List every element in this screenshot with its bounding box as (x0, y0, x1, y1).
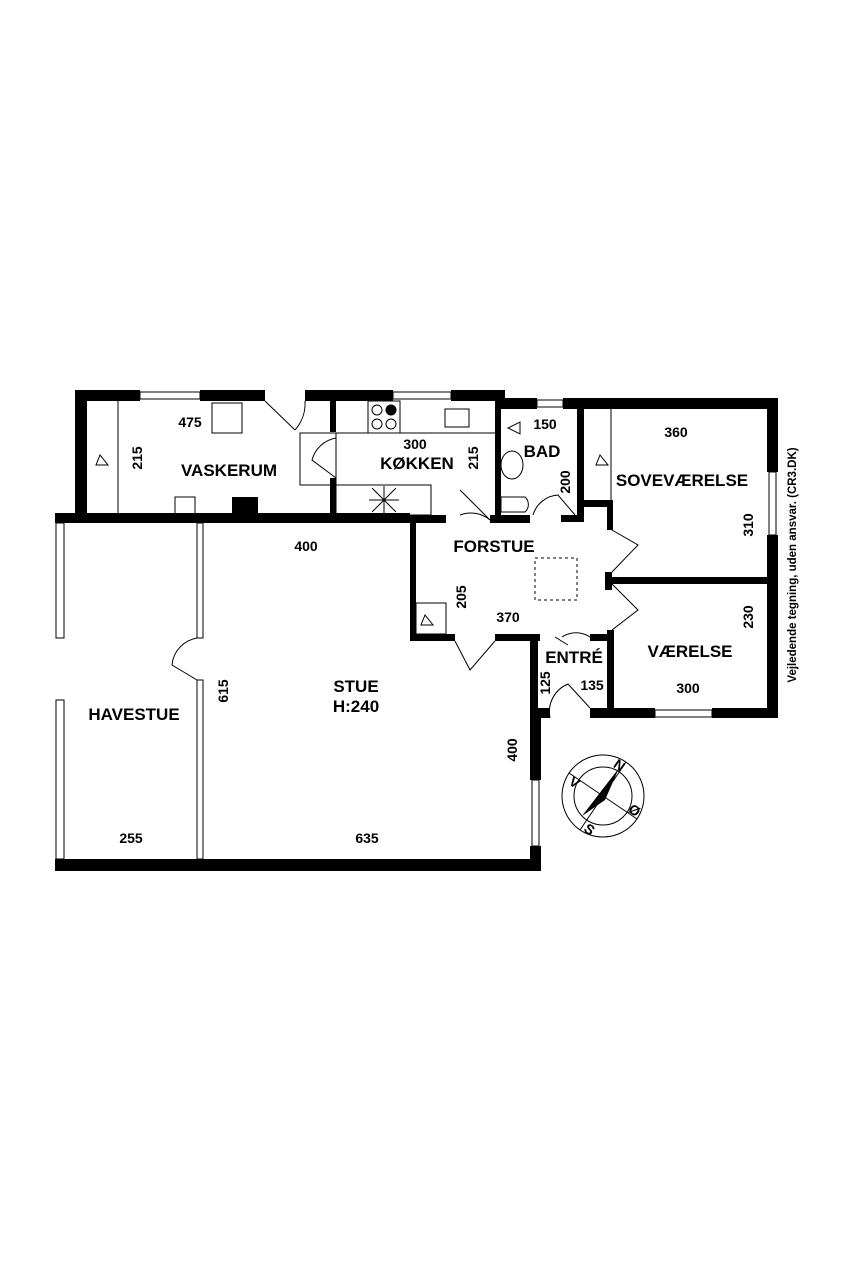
dimension-labels: 475 215 300 215 150 200 360 310 400 370 … (119, 414, 756, 846)
compass-s: S (581, 820, 598, 838)
dim: 400 (504, 738, 520, 762)
room-stue: STUE (333, 677, 378, 696)
dim: 255 (119, 830, 143, 846)
dim: 475 (178, 414, 202, 430)
room-stue-height: H:240 (333, 697, 379, 716)
fixtures (95, 400, 639, 719)
dim: 360 (664, 424, 688, 440)
room-bad: BAD (524, 442, 561, 461)
window (531, 779, 540, 847)
stove-icon (367, 400, 401, 434)
walls (55, 390, 778, 871)
window (139, 391, 201, 400)
sink-icon (444, 408, 470, 428)
dim: 200 (557, 470, 573, 494)
dim: 125 (537, 671, 553, 695)
washing-machine-icon (211, 402, 243, 434)
disclaimer: Vejledende tegning, uden ansvar. (CR3.DK… (787, 447, 799, 682)
room-forstue: FORSTUE (453, 537, 534, 556)
dim: 215 (129, 446, 145, 470)
compass-v: V (566, 773, 583, 792)
room-entre: ENTRÉ (545, 648, 603, 667)
dim: 615 (215, 679, 231, 703)
window (392, 391, 452, 400)
room-sovevaerelse: SOVEVÆRELSE (616, 471, 748, 490)
dim: 300 (403, 436, 427, 452)
dim: 150 (533, 416, 557, 432)
dim: 300 (676, 680, 700, 696)
compass-n: N (611, 756, 628, 775)
room-havestue: HAVESTUE (88, 705, 179, 724)
window (55, 699, 65, 860)
dim: 400 (294, 538, 318, 554)
compass-icon: N S V Ø (561, 754, 645, 838)
window (654, 709, 713, 718)
room-labels: VASKERUM KØKKEN BAD SOVEVÆRELSE FORSTUE … (88, 442, 748, 724)
dim: 215 (465, 446, 481, 470)
room-vaerelse: VÆRELSE (647, 642, 732, 661)
dim: 230 (740, 605, 756, 629)
room-vaskerum: VASKERUM (181, 461, 277, 480)
window (768, 471, 777, 536)
dim: 135 (580, 677, 604, 693)
dim: 205 (453, 585, 469, 609)
window (196, 522, 204, 639)
window (196, 679, 204, 860)
compass-o: Ø (626, 801, 644, 820)
dim: 635 (355, 830, 379, 846)
window (536, 399, 564, 408)
dim: 370 (496, 609, 520, 625)
dim: 310 (740, 513, 756, 537)
room-kokken: KØKKEN (380, 454, 454, 473)
window (55, 522, 65, 639)
